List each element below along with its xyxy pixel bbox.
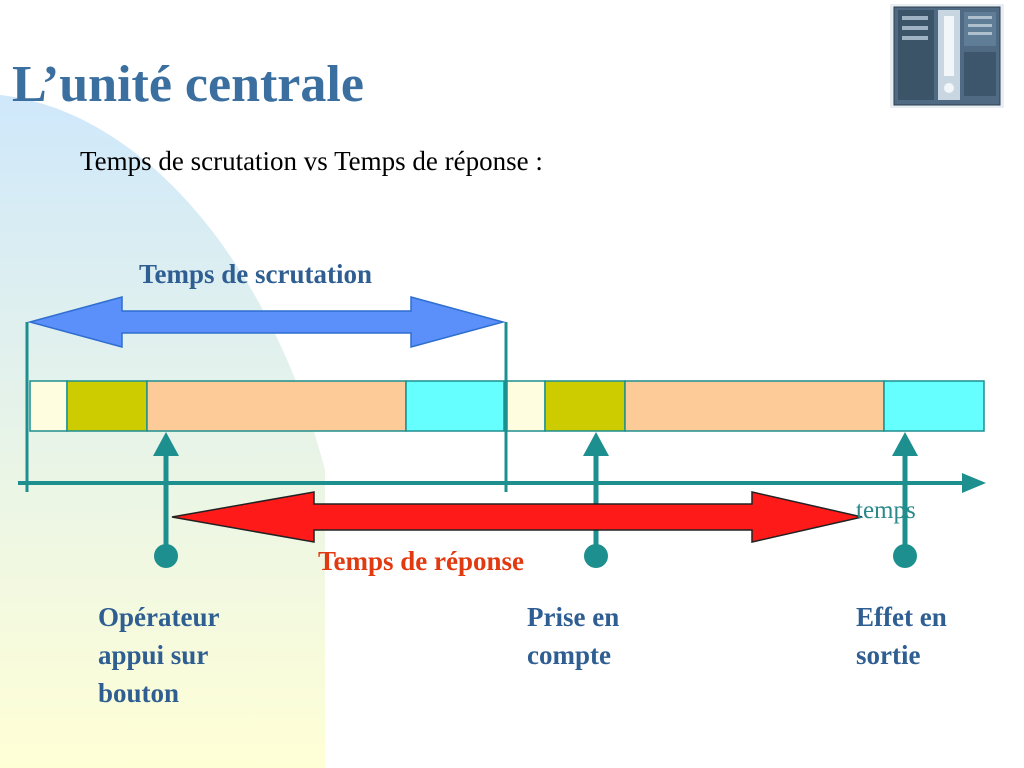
scan-time-label: Temps de scrutation (139, 259, 373, 289)
cycle2-processing (624, 380, 885, 432)
event-label-output-effect: Effet en sortie (856, 602, 947, 670)
event-marker-output-effect (892, 432, 918, 568)
event-marker-taken-into-account (583, 432, 609, 568)
event-label-operator: Opérateur appui sur bouton (98, 602, 220, 708)
slide-title: L’unité centrale (12, 56, 364, 113)
cycle1-program (66, 380, 148, 432)
scan-cycle-bar (29, 380, 985, 432)
response-time-label: Temps de réponse (318, 546, 525, 576)
cycle2-output-write (883, 380, 985, 432)
cycle2-program (544, 380, 626, 432)
cycle2-input-read (506, 380, 546, 432)
cycle1-input-read (29, 380, 68, 432)
time-axis (18, 473, 986, 493)
time-axis-label: temps (856, 497, 916, 524)
slide-subtitle: Temps de scrutation vs Temps de réponse … (80, 146, 543, 176)
event-label-taken-into-account: Prise en compte (527, 602, 620, 670)
response-time-arrow (171, 491, 863, 543)
plc-device-photo (890, 4, 1004, 108)
scan-time-indicator (25, 296, 508, 492)
event-marker-operator (153, 432, 179, 568)
cycle1-processing (146, 380, 407, 432)
time-axis-arrowhead (962, 473, 986, 493)
scan-time-arrow (27, 296, 506, 348)
cycle1-output-write (405, 380, 505, 432)
